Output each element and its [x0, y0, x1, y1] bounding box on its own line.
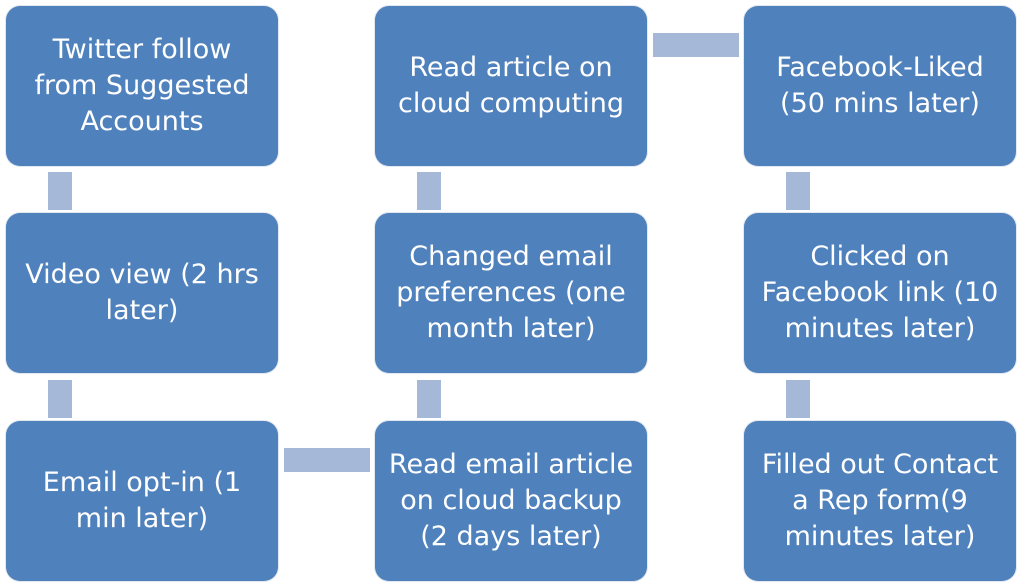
- connector-email-optin-to-cloud-backup: [284, 448, 370, 472]
- node-read-cloud-computing: Read article on cloud computing: [375, 6, 647, 166]
- node-clicked-facebook-link: Clicked on Facebook link (10 minutes lat…: [744, 213, 1016, 373]
- connector-clicked-link-to-contact-form: [786, 380, 810, 418]
- connector-email-prefs-to-cloud-computing: [417, 172, 441, 210]
- node-facebook-liked: Facebook-Liked (50 mins later): [744, 6, 1016, 166]
- connector-facebook-liked-to-clicked-link: [786, 172, 810, 210]
- node-changed-email-preferences: Changed email preferences (one month lat…: [375, 213, 647, 373]
- node-filled-contact-form: Filled out Contact a Rep form(9 minutes …: [744, 421, 1016, 581]
- connector-twitter-to-video: [48, 172, 72, 210]
- node-video-view: Video view (2 hrs later): [6, 213, 278, 373]
- node-email-optin: Email opt-in (1 min later): [6, 421, 278, 581]
- connector-cloud-computing-to-facebook-liked: [653, 33, 739, 57]
- connector-cloud-backup-to-email-prefs: [417, 380, 441, 418]
- connector-video-to-email-optin: [48, 380, 72, 418]
- node-twitter-follow: Twitter follow from Suggested Accounts: [6, 6, 278, 166]
- node-read-cloud-backup: Read email article on cloud backup (2 da…: [375, 421, 647, 581]
